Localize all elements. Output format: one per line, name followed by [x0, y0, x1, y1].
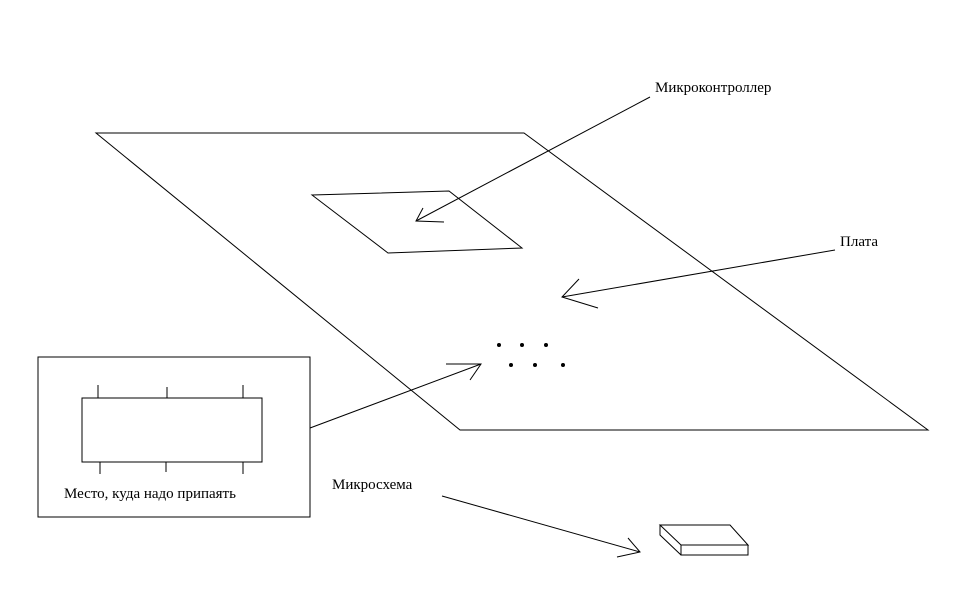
chip-symbol [81, 397, 263, 463]
solder-place-label: Место, куда надо припаять [64, 486, 236, 502]
microcontroller-outline [310, 190, 524, 254]
chip-label: Микросхема [332, 477, 413, 493]
solder-place-inset: Место, куда надо припаять [37, 356, 311, 518]
pad-dot [544, 343, 548, 347]
arrow-chip [441, 495, 641, 558]
arrow-microcontroller [415, 96, 651, 223]
arrow-solder-place [309, 363, 482, 429]
board-outline [94, 132, 930, 431]
pad-dot [497, 343, 501, 347]
solder-pads [497, 343, 565, 367]
microcontroller-label: Микроконтроллер [655, 80, 771, 96]
pad-dot [509, 363, 513, 367]
pad-dot [533, 363, 537, 367]
board-label: Плата [840, 234, 878, 250]
pad-dot [520, 343, 524, 347]
arrow-board [561, 249, 836, 309]
pad-dot [561, 363, 565, 367]
chip-3d [658, 524, 750, 556]
